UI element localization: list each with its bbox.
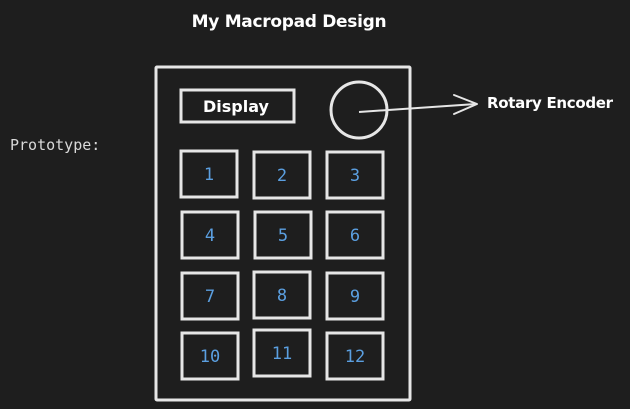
key-label: 4	[205, 226, 215, 246]
key-10: 10	[180, 331, 240, 381]
key-label: 2	[277, 166, 287, 186]
key-5: 5	[253, 210, 313, 260]
key-outline	[252, 150, 312, 200]
key-outline	[325, 271, 385, 321]
key-outline	[252, 328, 312, 378]
key-label: 9	[350, 287, 360, 307]
diagram-title: My Macropad Design	[191, 12, 387, 32]
key-label: 12	[345, 347, 365, 367]
rotary-encoder-label: Rotary Encoder	[487, 94, 613, 112]
key-label: 11	[272, 344, 292, 364]
prototype-label: Prototype:	[10, 136, 101, 154]
key-label: 5	[278, 226, 288, 246]
key-label: 6	[350, 226, 360, 246]
key-label: 10	[200, 347, 220, 367]
key-9: 9	[325, 271, 385, 321]
key-outline	[180, 271, 240, 321]
key-label: 3	[350, 166, 360, 186]
display-label: Display	[203, 97, 270, 116]
key-outline	[252, 270, 312, 320]
key-outline	[325, 331, 385, 381]
key-outline	[179, 149, 239, 199]
key-3: 3	[325, 150, 385, 200]
arrow-icon	[358, 94, 478, 115]
key-6: 6	[325, 210, 385, 260]
key-outline	[253, 210, 313, 260]
key-7: 7	[180, 271, 240, 321]
key-1: 1	[179, 149, 239, 199]
key-label: 7	[205, 287, 215, 307]
key-label: 1	[204, 165, 214, 185]
key-label: 8	[277, 286, 287, 306]
key-outline	[180, 210, 240, 260]
key-8: 8	[252, 270, 312, 320]
display-box	[179, 88, 296, 124]
key-4: 4	[180, 210, 240, 260]
macropad-body	[154, 65, 412, 402]
key-outline	[325, 210, 385, 260]
key-outline	[180, 331, 240, 381]
key-11: 11	[252, 328, 312, 378]
key-2: 2	[252, 150, 312, 200]
key-12: 12	[325, 331, 385, 381]
key-outline	[325, 150, 385, 200]
